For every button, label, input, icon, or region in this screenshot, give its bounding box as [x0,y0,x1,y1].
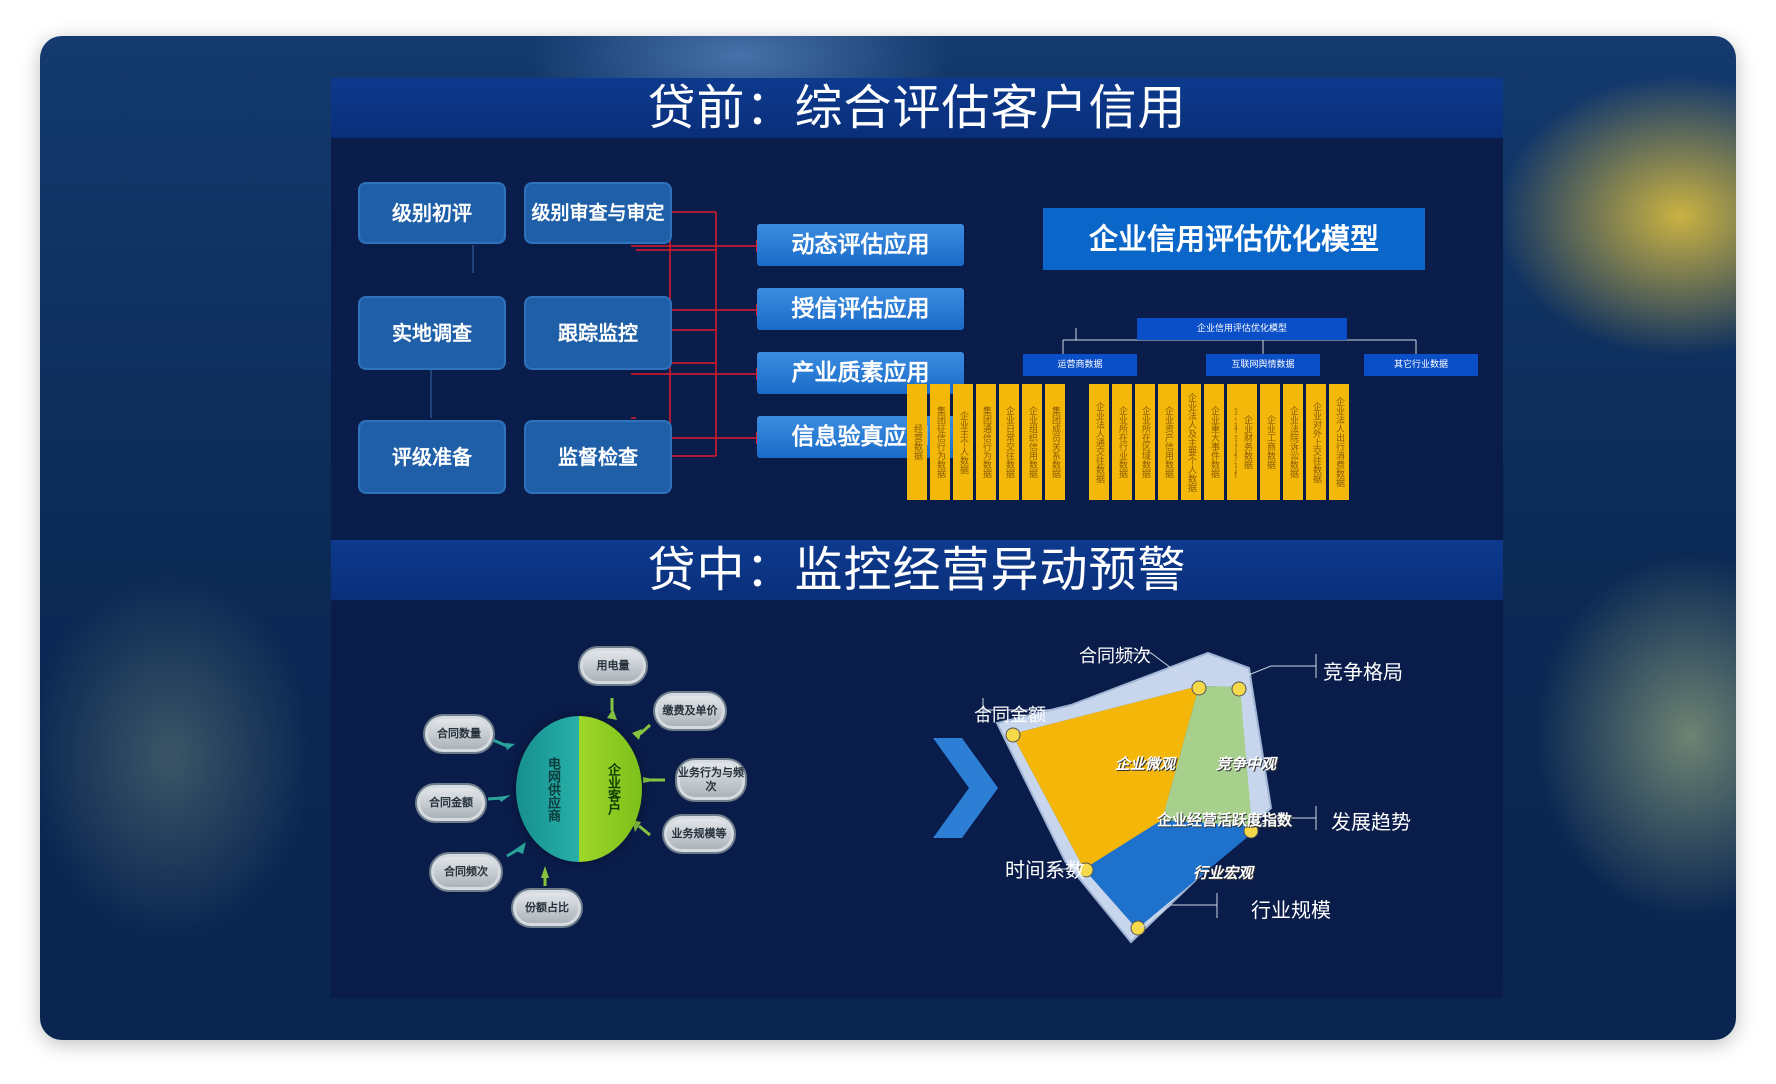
radar-region-meso: 竞争中观 [1216,755,1277,773]
flow-box-rating-prep: 评级准备 [358,420,506,494]
radar-label-trend: 发展趋势 [1331,810,1411,834]
radar-label-contract-frequency: 合同频次 [1079,646,1151,667]
bottom-title: 贷中：监控经营异动预警 [331,540,1503,600]
model-bar: 集团通信行为数据 [976,384,996,500]
model-group-operator: 运营商数据 [1023,354,1137,376]
radar-region-macro: 行业宏观 [1193,864,1254,882]
app-info-verification: 信息验真应用 [757,416,964,458]
model-bar: 经营数据 [907,384,927,500]
model-bar: 集团征信行为数据 [930,384,950,500]
model-bar: 企业重大事件数据 [1204,384,1224,500]
model-bar: 企业财务数据 [1237,384,1257,500]
model-root-node: 企业信用评估优化模型 [1137,318,1347,340]
model-group-internet: 互联网舆情数据 [1206,354,1320,376]
model-bar: 企业主个人数据 [953,384,973,500]
flow-box-rating-review: 级别审查与审定 [524,182,672,244]
model-bar: 企业法人及主要个人数据 [1181,384,1201,500]
radar-label-competition: 竞争格局 [1323,660,1403,684]
model-bar: 企业所在行业数据 [1112,384,1132,500]
bubble-left-label: 电网供应商 [545,756,560,822]
model-bar: 企业法人通交往数据 [1089,384,1109,500]
model-bar: 企业组织信用数据 [1022,384,1042,500]
model-group-other: 其它行业数据 [1364,354,1478,376]
pill-contract-frequency: 合同频次 [429,852,503,892]
model-bar: 企业所在区域数据 [1135,384,1155,500]
model-bar: 企业工商数据 [1260,384,1280,500]
radar-label-industry-scale: 行业规模 [1251,898,1331,922]
slide: 贷前：综合评估客户信用 [331,78,1503,998]
pill-payment-price: 缴费及单价 [653,691,727,731]
radar-center-index: 企业经营活跃度指数 [1157,811,1293,829]
flow-box-initial-rating: 级别初评 [358,182,506,244]
bubble-right-label: 企业客户 [605,763,620,815]
radar-label-contract-amount: 合同金额 [974,705,1046,726]
bubble-ellipse: 电网供应商 企业客户 [516,716,642,862]
model-title: 企业信用评估优化模型 [1043,208,1425,270]
connector-lines [430,211,1417,944]
pill-contract-count: 合同数量 [423,714,495,754]
radar-region-micro: 企业微观 [1115,755,1176,773]
radar-label-time-factor: 时间系数 [1005,858,1085,882]
pill-share-ratio: 份额占比 [511,888,583,928]
flow-box-supervision-check: 监督检查 [524,420,672,494]
model-bar: 企业对外上交往数据 [1306,384,1326,500]
app-industry-quality: 产业质素应用 [757,352,964,394]
flow-box-tracking-monitor: 跟踪监控 [524,296,672,370]
model-bar: 集团成员关系数据 [1045,384,1065,500]
pill-contract-amount: 合同金额 [415,783,487,823]
model-bar: 企业资产信用数据 [1158,384,1178,500]
pill-business-scale: 业务规模等 [662,814,736,854]
flow-box-field-survey: 实地调查 [358,296,506,370]
model-bar: 企业日常交往数据 [999,384,1019,500]
pill-business-behavior: 业务行为与频次 [675,758,747,802]
app-dynamic-evaluation: 动态评估应用 [757,224,964,266]
pill-power-usage: 用电量 [578,646,648,686]
app-credit-evaluation: 授信评估应用 [757,288,964,330]
model-bar: 企业法人出行消费数据 [1329,384,1349,500]
model-bar: 企业法院诉讼数据 [1283,384,1303,500]
top-title: 贷前：综合评估客户信用 [331,78,1503,138]
